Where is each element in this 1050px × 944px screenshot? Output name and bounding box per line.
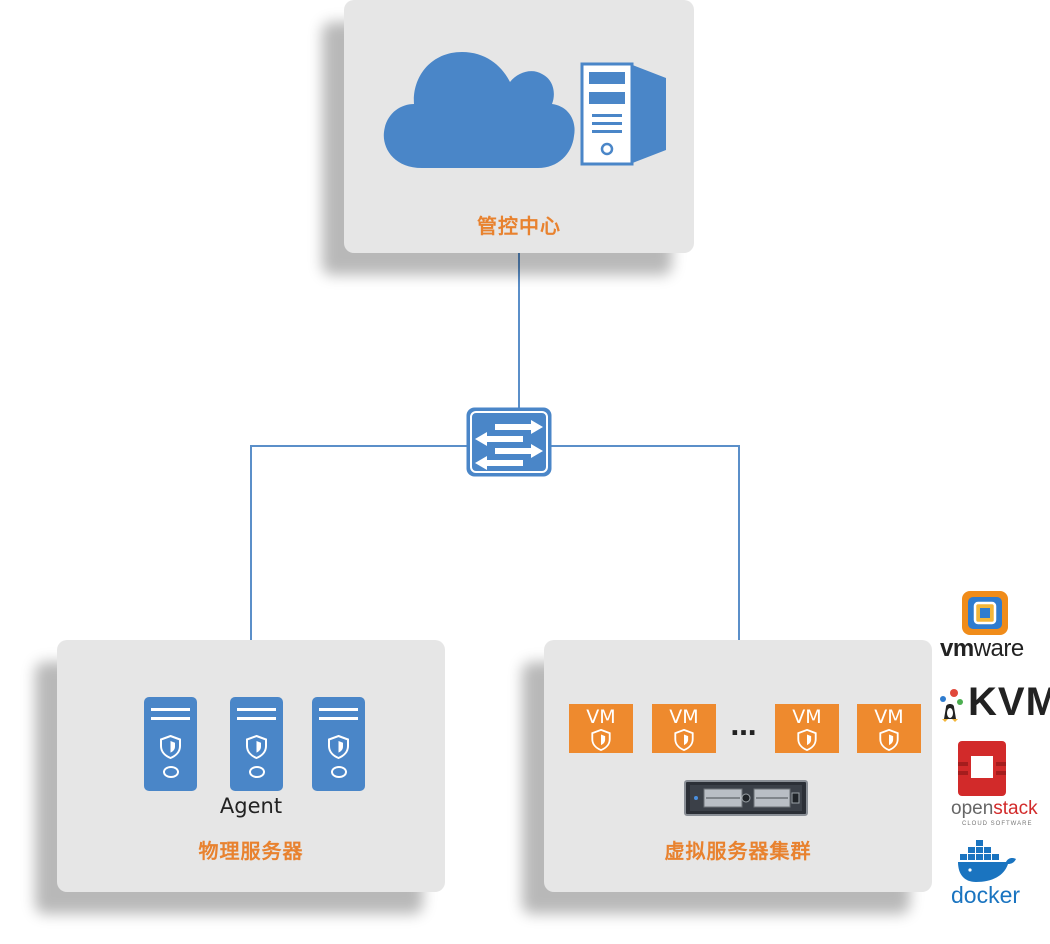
rack-server-icon [684, 780, 808, 816]
shield-icon [246, 735, 267, 759]
kvm-logo [940, 689, 963, 722]
vm-label: VM [669, 706, 699, 728]
shield-icon [160, 735, 181, 759]
vm-label: VM [792, 706, 822, 728]
agent-label: Agent [219, 794, 283, 818]
link-right-down [738, 445, 740, 640]
openstack-logo [958, 741, 1006, 796]
shield-icon [797, 729, 817, 751]
shield-icon [674, 729, 694, 751]
server-tower-icon [580, 62, 666, 166]
virtual-cluster-label: 虚拟服务器集群 [664, 839, 812, 863]
link-switch-left [250, 445, 468, 447]
physical-servers-label: 物理服务器 [198, 839, 304, 863]
physical-server [230, 697, 283, 791]
shield-icon [879, 729, 899, 751]
virtual-cluster-node: VM VM … VM VM 虚拟服务器集群 [544, 640, 932, 892]
vmware-wordmark: vmware [940, 635, 1024, 662]
physical-server [144, 697, 197, 791]
vm-label: VM [874, 706, 904, 728]
vm-label: VM [586, 706, 616, 728]
docker-logo [958, 840, 1016, 882]
docker-wordmark: docker [951, 882, 1021, 908]
vm-box: VM [569, 704, 633, 753]
vm-box: VM [775, 704, 839, 753]
physical-servers-node: Agent 物理服务器 [57, 640, 445, 892]
openstack-wordmark: openstack [951, 798, 1038, 819]
cloud-icon [383, 52, 575, 168]
shield-icon [328, 735, 349, 759]
link-mgmt-to-switch [518, 253, 520, 409]
vmware-logo [962, 591, 1008, 635]
management-center-node: 管控中心 [344, 0, 694, 253]
shield-icon [591, 729, 611, 751]
management-center-label: 管控中心 [477, 214, 561, 238]
vm-box: VM [857, 704, 921, 753]
vm-box: VM [652, 704, 716, 753]
link-left-down [250, 445, 252, 640]
physical-server [312, 697, 365, 791]
link-switch-right [551, 445, 740, 447]
network-switch-icon[interactable] [465, 406, 553, 478]
openstack-subtitle: CLOUD SOFTWARE [962, 821, 1033, 827]
kvm-wordmark: KVM [968, 680, 1050, 724]
vm-ellipsis: … [730, 712, 758, 742]
